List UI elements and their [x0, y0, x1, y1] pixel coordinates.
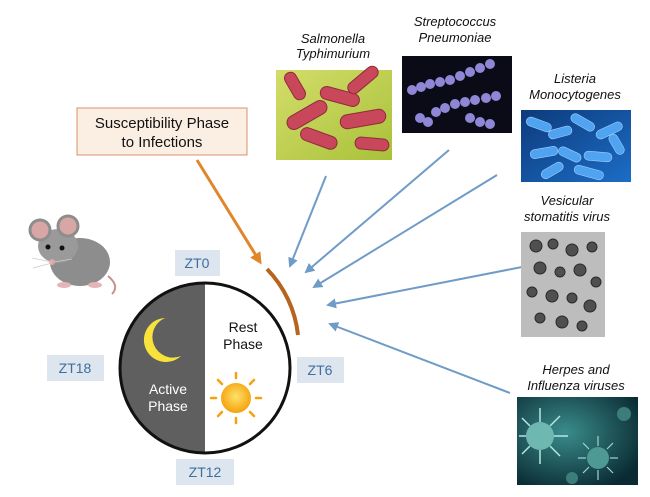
arrow-streptococcus: [304, 149, 450, 274]
herpes-label-line2: Influenza viruses: [527, 378, 625, 393]
mouse-icon: [28, 214, 117, 295]
moon-icon: [143, 318, 181, 362]
herpes-label-line1: Herpes and: [542, 362, 610, 377]
rest-phase-half: [205, 283, 290, 453]
callout-line1: Susceptibility Phase: [95, 115, 229, 132]
zt12-label: ZT12: [189, 464, 222, 480]
susceptibility-arrow: [195, 159, 262, 265]
arrow-salmonella: [288, 175, 327, 268]
salmonella-panel: Salmonella Typhimurium: [276, 31, 392, 160]
salmonella-label-line2: Typhimurium: [296, 46, 370, 61]
callout-line2: to Infections: [122, 134, 203, 151]
circadian-clock: Rest Phase Active Phase: [118, 267, 300, 455]
listeria-label-line1: Listeria: [554, 71, 596, 86]
zt6-label: ZT6: [308, 362, 333, 378]
sun-icon: [209, 371, 263, 425]
rest-phase-line2: Phase: [223, 336, 263, 352]
arrow-listeria: [312, 174, 498, 289]
streptococcus-panel: Streptococcus Pneumoniae: [402, 14, 512, 133]
rest-phase-line1: Rest: [229, 319, 258, 335]
streptococcus-label-line1: Streptococcus: [414, 14, 497, 29]
vsv-label-line1: Vesicular: [541, 193, 595, 208]
zt-labels: ZT0 ZT6 ZT12 ZT18: [47, 250, 344, 485]
arrow-vsv: [326, 266, 523, 309]
salmonella-label-line1: Salmonella: [301, 31, 365, 46]
active-phase-line1: Active: [149, 381, 187, 397]
listeria-panel: Listeria Monocytogenes: [521, 71, 631, 182]
zt18-label: ZT18: [59, 360, 92, 376]
susceptibility-arc: [265, 267, 300, 336]
streptococcus-label-line2: Pneumoniae: [419, 30, 492, 45]
vsv-panel: Vesicular stomatitis virus: [521, 193, 610, 337]
active-phase-half: [120, 283, 205, 453]
zt0-label: ZT0: [185, 255, 210, 271]
susceptibility-callout: Susceptibility Phase to Infections: [76, 107, 248, 156]
pathogen-arrows: [288, 149, 523, 394]
arrow-herpes: [328, 322, 511, 394]
active-phase-line2: Phase: [148, 398, 188, 414]
herpes-panel: Herpes and Influenza viruses: [517, 362, 638, 485]
vsv-label-line2: stomatitis virus: [524, 209, 610, 224]
listeria-label-line2: Monocytogenes: [529, 87, 621, 102]
